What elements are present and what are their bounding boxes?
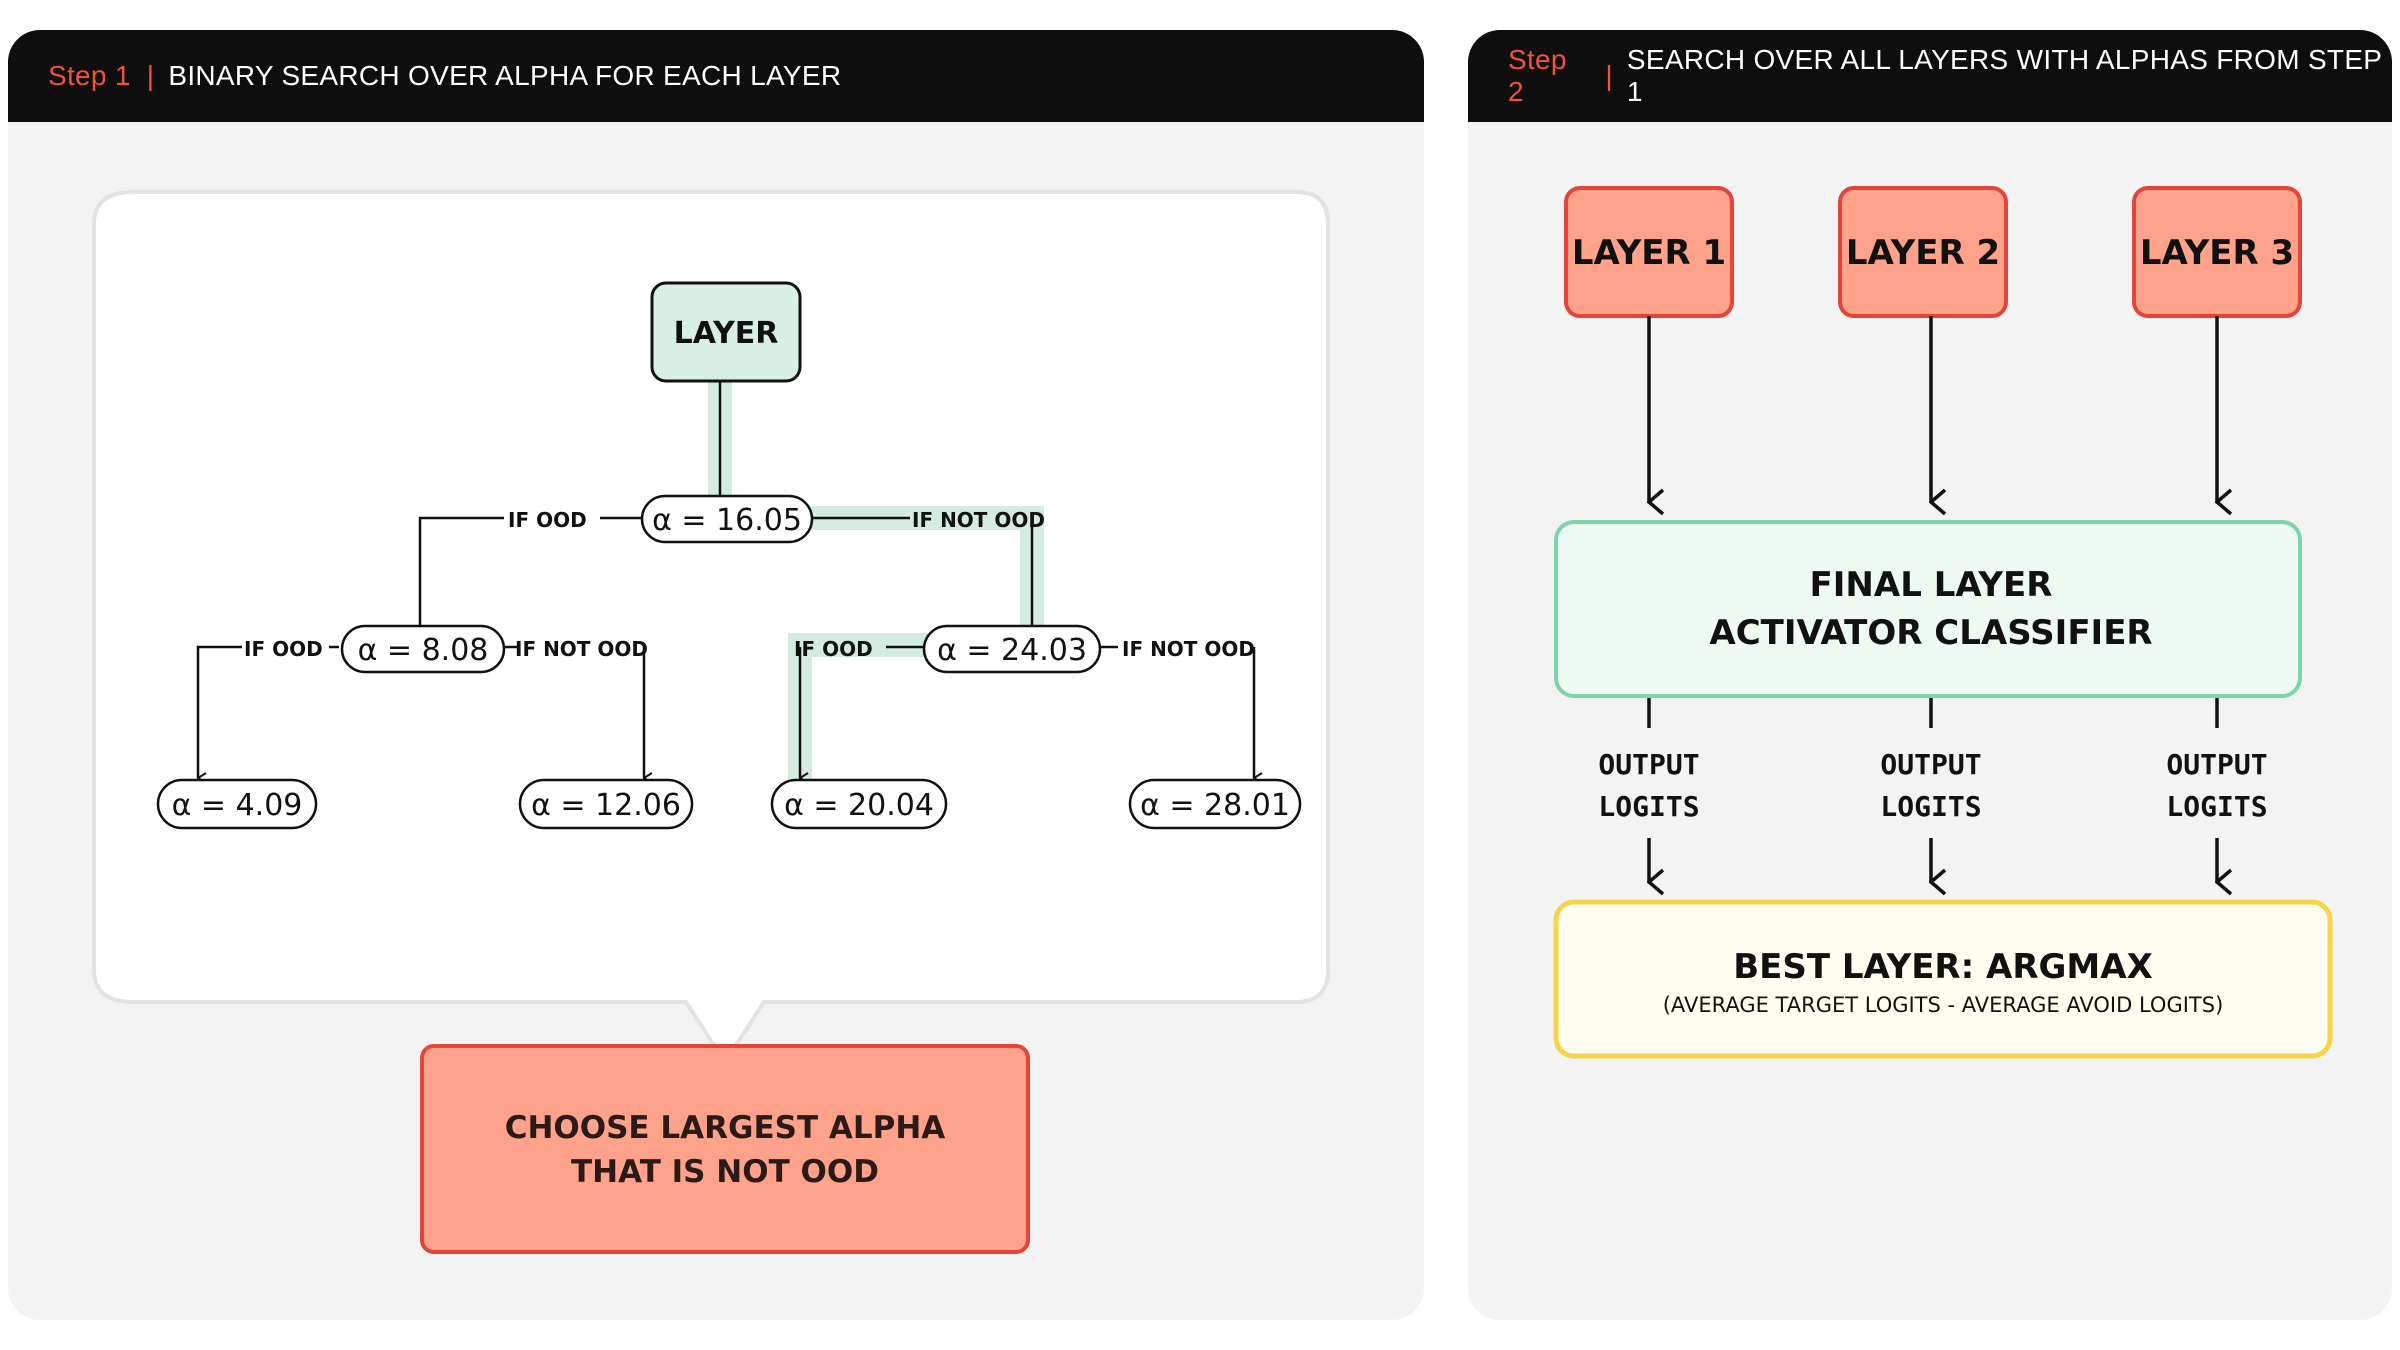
alpha-node-left: α = 8.08 bbox=[340, 624, 506, 674]
binary-search-diagram: LAYER IF OOD IF NOT OOD IF OOD IF NOT OO… bbox=[92, 190, 1330, 1254]
best-layer-subtitle: (AVERAGE TARGET LOGITS - AVERAGE AVOID L… bbox=[1663, 993, 2224, 1017]
alpha-leaf-2-label: α = 12.06 bbox=[531, 788, 681, 823]
step2-panel: Step 2 | SEARCH OVER ALL LAYERS WITH ALP… bbox=[1468, 30, 2392, 1320]
alpha-leaf-4: α = 28.01 bbox=[1128, 778, 1302, 830]
speech-bubble bbox=[92, 190, 1330, 1066]
alpha-node-right: α = 24.03 bbox=[922, 624, 1102, 674]
alpha-leaf-4-label: α = 28.01 bbox=[1140, 788, 1290, 823]
step1-panel: Step 1 | BINARY SEARCH OVER ALPHA FOR EA… bbox=[8, 30, 1424, 1320]
step2-header: Step 2 | SEARCH OVER ALL LAYERS WITH ALP… bbox=[1468, 30, 2392, 122]
result-box bbox=[420, 1044, 1030, 1254]
best-layer-title: BEST LAYER: ARGMAX bbox=[1733, 947, 2153, 987]
output-3-line-1: OUTPUT bbox=[2166, 748, 2267, 781]
alpha-leaf-2: α = 12.06 bbox=[518, 778, 694, 830]
output-1-line-1: OUTPUT bbox=[1598, 748, 1699, 781]
step1-header: Step 1 | BINARY SEARCH OVER ALPHA FOR EA… bbox=[8, 30, 1424, 122]
step2-title: SEARCH OVER ALL LAYERS WITH ALPHAS FROM … bbox=[1626, 44, 2382, 107]
step2-separator: | bbox=[1605, 60, 1613, 91]
step1-label: Step 1 bbox=[48, 60, 131, 91]
edge-left-right: IF NOT OOD bbox=[515, 637, 648, 661]
alpha-node-right-label: α = 24.03 bbox=[937, 633, 1087, 668]
result-line-1: CHOOSE LARGEST ALPHA bbox=[505, 1110, 946, 1146]
alpha-node-root-label: α = 16.05 bbox=[652, 503, 802, 538]
output-2-line-1: OUTPUT bbox=[1880, 748, 1981, 781]
output-stubs bbox=[1649, 698, 2217, 882]
alpha-node-root: α = 16.05 bbox=[640, 494, 814, 544]
tree-connectors bbox=[196, 381, 1254, 778]
edge-right-right: IF NOT OOD bbox=[1122, 637, 1255, 661]
alpha-leaf-3-label: α = 20.04 bbox=[784, 788, 934, 823]
layer-arrows bbox=[1649, 316, 2217, 502]
classifier-box bbox=[1554, 520, 2302, 698]
layer-node-label: LAYER bbox=[674, 316, 779, 351]
edge-left-left: IF OOD bbox=[244, 637, 323, 661]
layer-box-2-label: LAYER 2 bbox=[1846, 233, 2000, 273]
alpha-leaf-3: α = 20.04 bbox=[770, 778, 948, 830]
edge-root-left: IF OOD bbox=[508, 508, 587, 532]
layer-search-diagram: LAYER 1 LAYER 2 LAYER 3 FINAL LAYER ACTI… bbox=[1553, 186, 2333, 1059]
alpha-leaf-1: α = 4.09 bbox=[156, 778, 318, 830]
output-2-line-2: LOGITS bbox=[1880, 790, 1981, 823]
alpha-node-left-label: α = 8.08 bbox=[358, 633, 489, 668]
result-line-2: THAT IS NOT OOD bbox=[571, 1154, 879, 1190]
best-layer-box bbox=[1553, 899, 2333, 1059]
layer-box-3-label: LAYER 3 bbox=[2140, 233, 2294, 273]
layer-box-1: LAYER 1 bbox=[1564, 186, 1734, 318]
layer-box-2: LAYER 2 bbox=[1838, 186, 2008, 318]
layer-box-1-label: LAYER 1 bbox=[1572, 233, 1726, 273]
edge-root-right: IF NOT OOD bbox=[912, 508, 1045, 532]
edge-right-left: IF OOD bbox=[794, 637, 873, 661]
output-1-line-2: LOGITS bbox=[1598, 790, 1699, 823]
classifier-line-1: FINAL LAYER bbox=[1810, 565, 2053, 605]
layer-box-3: LAYER 3 bbox=[2132, 186, 2302, 318]
step1-separator: | bbox=[146, 60, 155, 91]
step1-title: BINARY SEARCH OVER ALPHA FOR EACH LAYER bbox=[168, 60, 842, 91]
output-3-line-2: LOGITS bbox=[2166, 790, 2267, 823]
layer-node bbox=[650, 281, 802, 383]
classifier-line-2: ACTIVATOR CLASSIFIER bbox=[1709, 613, 2152, 653]
alpha-leaf-1-label: α = 4.09 bbox=[172, 788, 303, 823]
step2-label: Step 2 bbox=[1508, 44, 1567, 107]
